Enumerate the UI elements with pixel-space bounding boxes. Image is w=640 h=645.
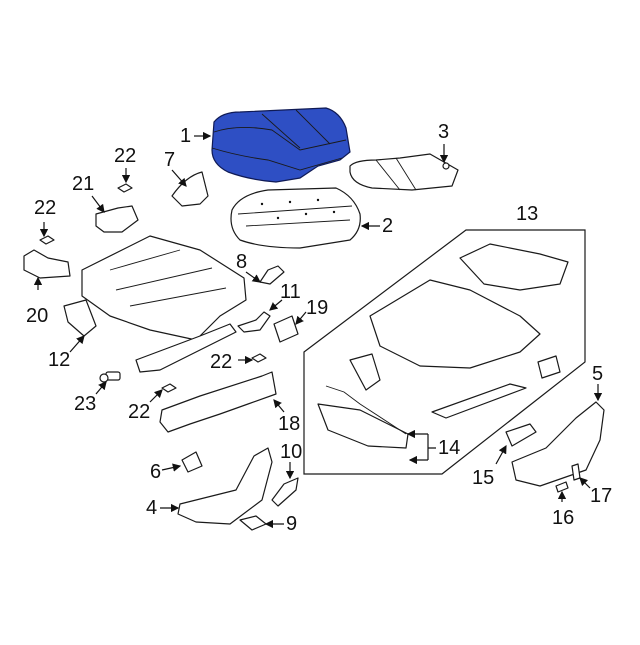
callout-18[interactable]: 18 bbox=[278, 413, 301, 435]
part-8-bracket[interactable] bbox=[259, 265, 285, 285]
callout-9[interactable]: 9 bbox=[286, 513, 298, 535]
callout-20[interactable]: 20 bbox=[26, 305, 49, 327]
part-6-bracket[interactable] bbox=[181, 451, 203, 473]
callout-11[interactable]: 11 bbox=[280, 281, 301, 303]
callout-22-d[interactable]: 22 bbox=[128, 401, 151, 423]
callout-3[interactable]: 3 bbox=[438, 121, 450, 143]
callout-14[interactable]: 14 bbox=[438, 437, 461, 459]
callout-1[interactable]: 1 bbox=[180, 125, 192, 147]
part-22-pad-a[interactable] bbox=[117, 183, 133, 193]
callout-12[interactable]: 12 bbox=[48, 349, 71, 371]
callout-8[interactable]: 8 bbox=[236, 251, 248, 273]
callout-22-a[interactable]: 22 bbox=[114, 145, 137, 167]
callout-17[interactable]: 17 bbox=[590, 485, 613, 507]
callout-22-b[interactable]: 22 bbox=[34, 197, 57, 219]
part-2-cushion-pan[interactable] bbox=[230, 187, 361, 249]
callout-15[interactable]: 15 bbox=[472, 467, 495, 489]
callout-5[interactable]: 5 bbox=[592, 363, 604, 385]
part-11-link[interactable] bbox=[237, 311, 271, 333]
part-19-bracket[interactable] bbox=[273, 315, 299, 343]
callout-6[interactable]: 6 bbox=[150, 461, 162, 483]
leader-lines bbox=[33, 131, 603, 529]
callout-4[interactable]: 4 bbox=[146, 497, 158, 519]
callout-10[interactable]: 10 bbox=[280, 441, 303, 463]
part-22-pad-b[interactable] bbox=[39, 235, 55, 245]
part-9-clip[interactable] bbox=[239, 515, 267, 531]
callout-7[interactable]: 7 bbox=[164, 149, 176, 171]
part-22-pad-d[interactable] bbox=[161, 383, 177, 393]
callout-16[interactable]: 16 bbox=[552, 507, 575, 529]
part-13-track-assembly[interactable] bbox=[303, 229, 586, 475]
part-15-switch[interactable] bbox=[505, 423, 537, 447]
callout-22-c[interactable]: 22 bbox=[210, 351, 233, 373]
callout-19[interactable]: 19 bbox=[306, 297, 329, 319]
part-16-knob[interactable] bbox=[555, 481, 569, 493]
part-21-cover[interactable] bbox=[95, 205, 139, 233]
part-20-cover[interactable] bbox=[23, 249, 71, 279]
part-12-seat-frame[interactable] bbox=[63, 235, 247, 373]
part-1-seat-cushion[interactable] bbox=[211, 107, 351, 183]
part-22-pad-c[interactable] bbox=[251, 353, 267, 363]
callout-2[interactable]: 2 bbox=[382, 215, 394, 237]
callout-13[interactable]: 13 bbox=[516, 203, 539, 225]
part-18-trim[interactable] bbox=[159, 371, 277, 433]
part-5-outer-shield[interactable] bbox=[511, 401, 605, 487]
part-4-inner-shield[interactable] bbox=[177, 447, 273, 525]
part-7-trim-cover[interactable] bbox=[171, 171, 209, 207]
part-17-knob[interactable] bbox=[571, 463, 581, 481]
part-23-bolt[interactable] bbox=[99, 371, 121, 383]
callout-23[interactable]: 23 bbox=[74, 393, 97, 415]
part-10-cover[interactable] bbox=[271, 477, 299, 507]
part-3-heater-pad[interactable] bbox=[349, 153, 459, 191]
callout-21[interactable]: 21 bbox=[72, 173, 95, 195]
